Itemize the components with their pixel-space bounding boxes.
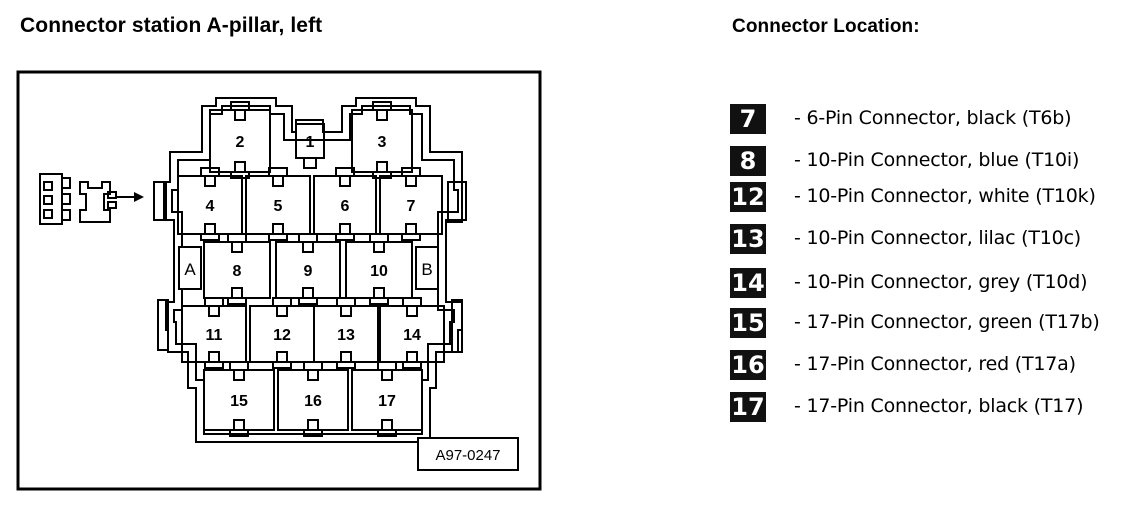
connector-label-5: 5 xyxy=(274,198,283,215)
connector-cell-6 xyxy=(313,175,377,235)
connector-cell-11 xyxy=(181,305,247,363)
connector-cell-16 xyxy=(277,369,349,431)
connector-description: - 10-Pin Connector, lilac (T10c) xyxy=(794,227,1082,249)
connector-label-14: 14 xyxy=(403,327,421,344)
connector-description: - 17-Pin Connector, red (T17a) xyxy=(794,353,1076,375)
view-direction-arrow-icon xyxy=(134,192,144,202)
reference-code: A97-0247 xyxy=(435,447,500,464)
connector-label-13: 13 xyxy=(337,327,355,344)
connector-cell-10 xyxy=(345,241,413,299)
connector-number-badge: 8 xyxy=(730,146,766,176)
connector-description: - 10-Pin Connector, white (T10k) xyxy=(794,185,1096,207)
connector-label-15: 15 xyxy=(230,393,248,410)
connector-description: - 17-Pin Connector, black (T17) xyxy=(794,395,1084,417)
side-label-a: A xyxy=(184,260,196,279)
connector-side-view-symbol xyxy=(39,173,134,225)
connector-number-badge: 16 xyxy=(730,350,766,380)
connector-label-4: 4 xyxy=(206,198,215,215)
connector-description: - 17-Pin Connector, green (T17b) xyxy=(794,311,1100,333)
connector-label-1: 1 xyxy=(306,134,315,151)
connector-label-16: 16 xyxy=(304,393,322,410)
connector-label-10: 10 xyxy=(370,263,388,280)
connector-number-badge: 7 xyxy=(730,104,766,134)
side-label-b: B xyxy=(421,260,432,279)
connector-cell-4 xyxy=(177,175,243,235)
connector-label-11: 11 xyxy=(206,327,223,344)
connector-cell-2 xyxy=(209,109,271,173)
connector-label-8: 8 xyxy=(233,263,242,280)
connector-cell-17 xyxy=(351,369,423,431)
connector-number-badge: 17 xyxy=(730,392,766,422)
connector-cell-7 xyxy=(379,175,443,235)
connector-description: - 6-Pin Connector, black (T6b) xyxy=(794,107,1072,129)
diagram-title: Connector station A-pillar, left xyxy=(20,14,323,37)
reference-code-box xyxy=(417,437,519,471)
connector-label-9: 9 xyxy=(304,263,313,280)
connector-label-7: 7 xyxy=(407,198,416,215)
connector-number-badge: 13 xyxy=(730,224,766,254)
connector-cell-15 xyxy=(203,369,275,431)
connector-label-2: 2 xyxy=(236,134,245,151)
connector-description: - 10-Pin Connector, blue (T10i) xyxy=(794,149,1080,171)
connector-cell-13 xyxy=(313,305,379,363)
legend-title: Connector Location: xyxy=(732,16,920,37)
connector-cell-5 xyxy=(245,175,311,235)
connector-cell-9 xyxy=(275,241,341,299)
connector-cell-14 xyxy=(379,305,445,363)
connector-label-3: 3 xyxy=(378,134,387,151)
connector-number-badge: 14 xyxy=(730,268,766,298)
connector-description: - 10-Pin Connector, grey (T10d) xyxy=(794,271,1088,293)
connector-label-12: 12 xyxy=(273,327,291,344)
connector-number-badge: 12 xyxy=(730,182,766,212)
diagram-frame xyxy=(16,70,542,491)
connector-label-6: 6 xyxy=(341,198,350,215)
connector-cell-3 xyxy=(351,109,413,173)
connector-label-17: 17 xyxy=(378,393,396,410)
connector-number-badge: 15 xyxy=(730,308,766,338)
connector-cell-8 xyxy=(203,241,271,299)
